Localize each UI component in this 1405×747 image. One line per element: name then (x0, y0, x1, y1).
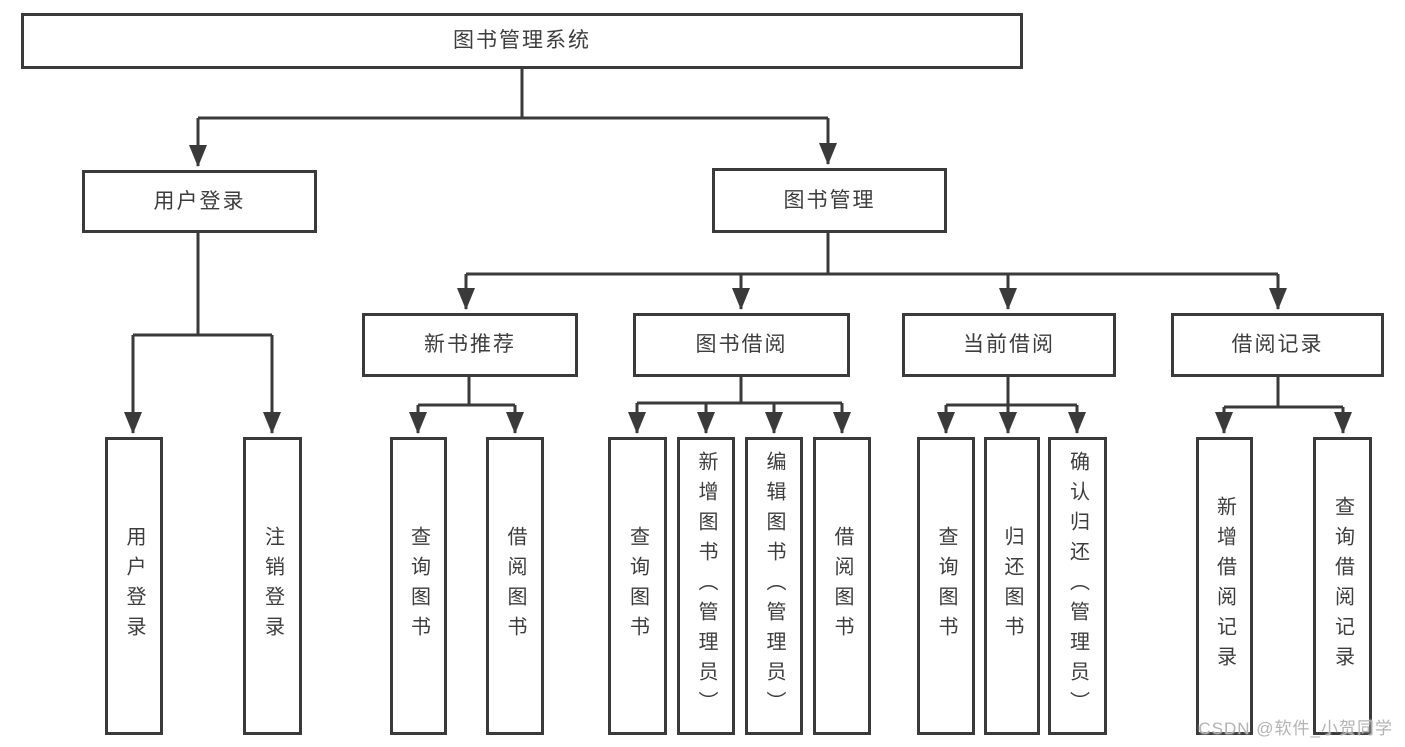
node-label: 图书借阅 (695, 333, 788, 357)
node-label: 借阅图书 (831, 526, 853, 646)
leaf-confirm-return-admin: 确认归还（管理员） (1048, 437, 1107, 735)
node-label: 借阅记录 (1231, 333, 1324, 357)
node-new-book-recommendation: 新书推荐 (362, 313, 578, 377)
node-label: 确认归还（管理员） (1066, 451, 1089, 721)
node-label: 借阅图书 (504, 526, 526, 646)
node-label: 编辑图书（管理员） (763, 451, 785, 721)
node-current-borrowing: 当前借阅 (902, 313, 1116, 377)
node-label: 查询借阅记录 (1331, 496, 1354, 676)
csdn-watermark: CSDN @软件_小贺同学 (1198, 719, 1393, 738)
node-book-management: 图书管理 (712, 168, 947, 233)
node-user-login: 用户登录 (82, 170, 317, 233)
leaf-user-login: 用户登录 (105, 437, 163, 735)
node-label: 新书推荐 (424, 333, 516, 357)
leaf-query-borrow-record: 查询借阅记录 (1313, 437, 1372, 735)
node-borrowing-records: 借阅记录 (1171, 313, 1384, 377)
leaf-add-books-admin: 新增图书（管理员） (677, 437, 735, 735)
node-label: 图书管理 (783, 188, 876, 212)
leaf-borrow-books: 借阅图书 (813, 437, 871, 735)
node-label: 查询图书 (407, 526, 430, 646)
node-label: 新增借阅记录 (1213, 496, 1236, 676)
node-label: 当前借阅 (963, 333, 1055, 357)
leaf-query-books: 查询图书 (608, 437, 667, 735)
leaf-return-books: 归还图书 (984, 437, 1040, 735)
node-label: 注销登录 (261, 526, 284, 646)
leaf-borrow-books: 借阅图书 (486, 437, 544, 735)
leaf-add-borrow-record: 新增借阅记录 (1196, 437, 1253, 735)
node-label: 用户登录 (153, 189, 246, 213)
leaf-edit-books-admin: 编辑图书（管理员） (745, 437, 803, 735)
node-book-borrowing: 图书借阅 (633, 313, 850, 377)
node-label: 用户登录 (123, 526, 145, 646)
node-label: 图书管理系统 (453, 29, 591, 53)
node-label: 新增图书（管理员） (695, 451, 717, 721)
node-label: 查询图书 (626, 526, 649, 646)
leaf-query-books: 查询图书 (917, 437, 975, 735)
node-label: 查询图书 (935, 526, 957, 646)
leaf-logout: 注销登录 (243, 437, 302, 735)
node-library-management-system: 图书管理系统 (21, 13, 1023, 69)
node-label: 归还图书 (1001, 526, 1023, 646)
leaf-query-books: 查询图书 (390, 437, 447, 735)
